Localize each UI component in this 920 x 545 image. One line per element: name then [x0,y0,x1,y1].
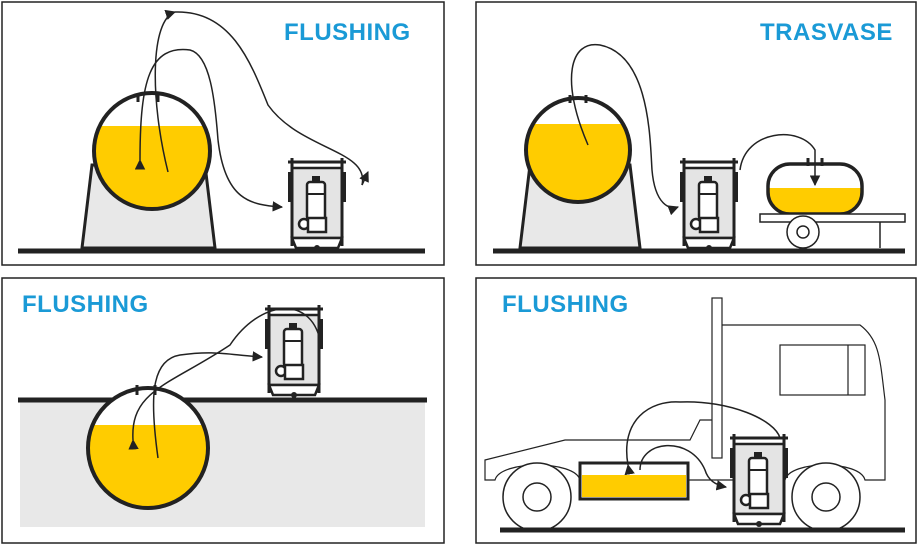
panel-4-title: FLUSHING [502,291,629,318]
panel-1-illustration [18,9,425,254]
panel-2-illustration [493,43,906,254]
panel-1-title: FLUSHING [284,19,411,46]
panel-3-illustration [18,303,427,527]
panel-3-title: FLUSHING [22,291,149,318]
panel-4-illustration [484,297,905,533]
panel-1-frame [1,1,445,266]
panel-2-title: TRASVASE [760,19,893,46]
